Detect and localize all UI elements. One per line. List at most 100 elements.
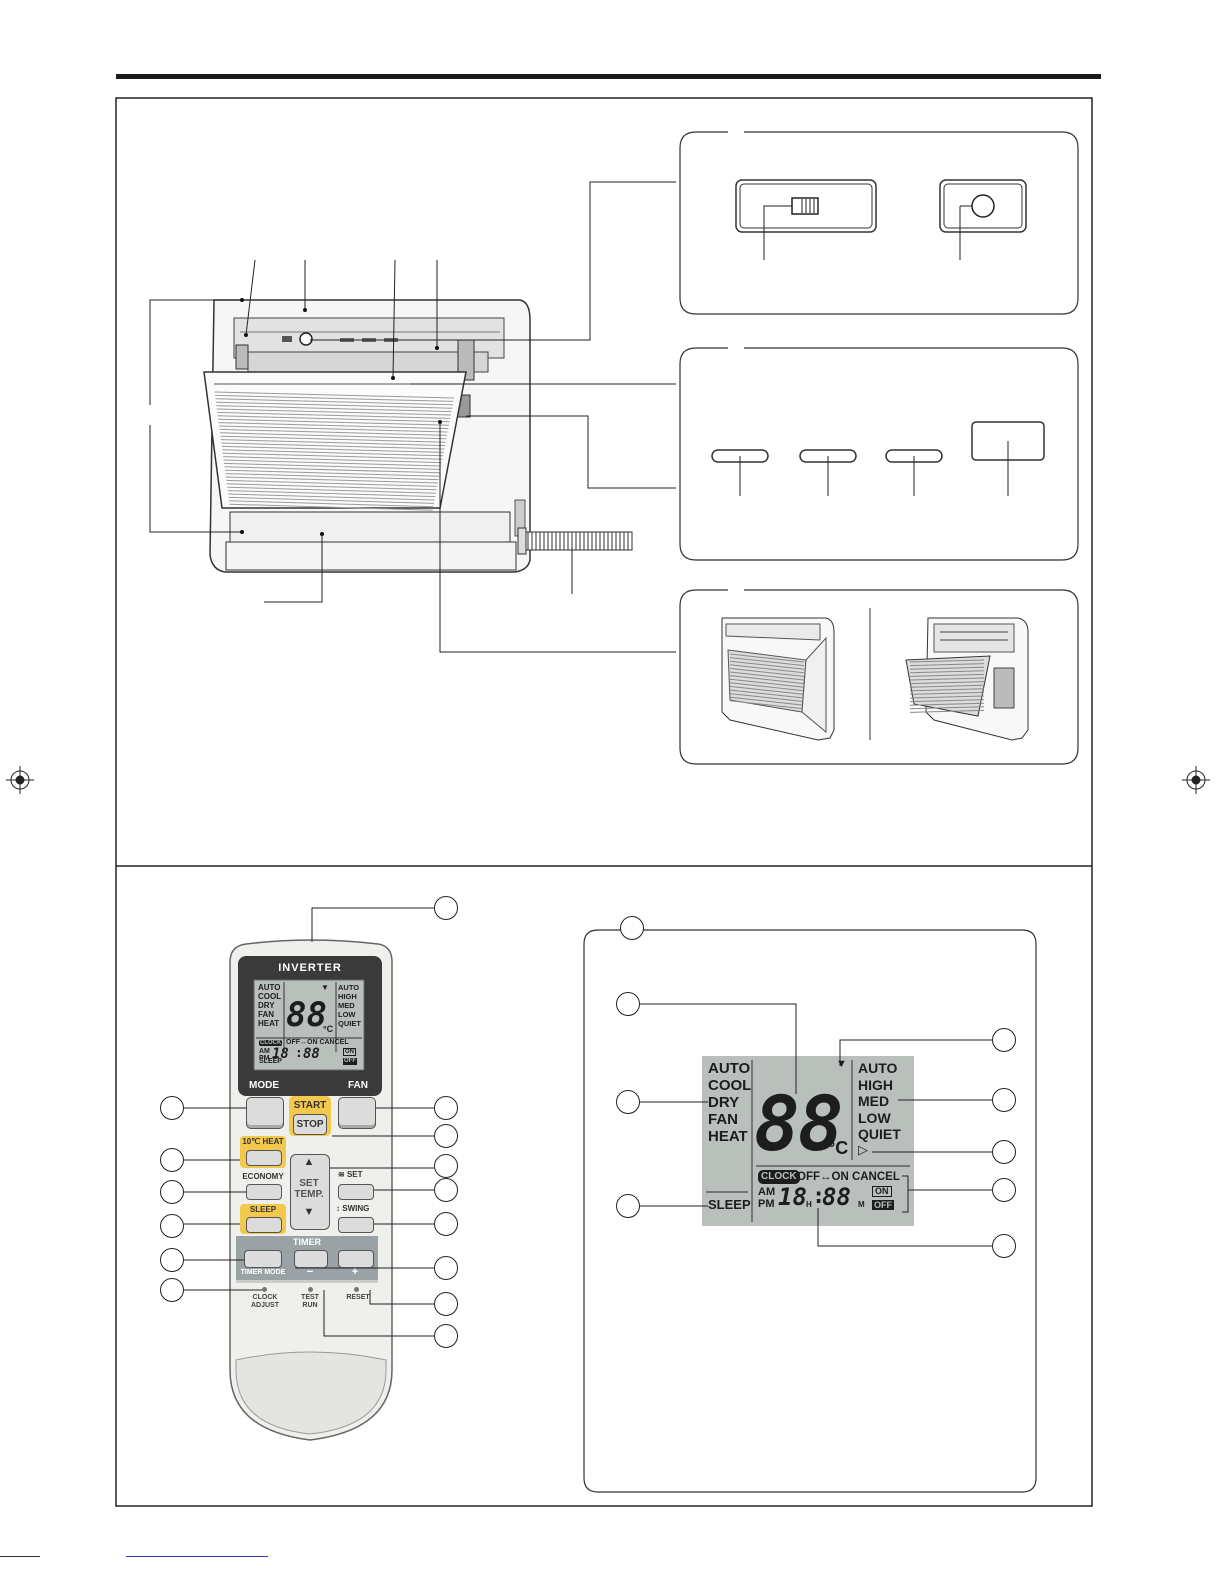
clock-adjust-button[interactable] (262, 1287, 267, 1292)
callout-marker (620, 916, 644, 940)
timer-label: TIMER (293, 1237, 321, 1247)
timer-mode-label: TIMER MODE (240, 1269, 286, 1276)
fan-button[interactable] (338, 1097, 376, 1129)
remote-lcd-sleep: SLEEP (259, 1058, 282, 1065)
display-mode-heat: HEAT (708, 1128, 748, 1145)
timer-plus-button[interactable] (338, 1250, 374, 1268)
top-rule (116, 74, 1101, 79)
callout-marker (992, 1028, 1016, 1052)
display-sleep: SLEEP (708, 1197, 751, 1212)
display-signal-icon: ▼ (836, 1058, 847, 1070)
display-mode-auto: AUTO (708, 1060, 751, 1077)
timer-mode-button[interactable] (244, 1250, 282, 1268)
remote-lcd-unit: °C (323, 1024, 334, 1034)
airflow-set-button[interactable] (338, 1184, 374, 1200)
remote-lcd-time-min: 88 (303, 1046, 320, 1062)
economy-button[interactable] (246, 1184, 282, 1200)
set-temp-label-2: TEMP. (294, 1189, 324, 1200)
remote-lcd-fan-speeds: AUTO HIGH MED LOW QUIET (338, 983, 364, 1028)
display-ampm: AM PM (758, 1186, 775, 1210)
remote-lcd-on: ON (343, 1048, 356, 1056)
mode-button[interactable] (246, 1097, 284, 1129)
display-unit: °C (828, 1138, 849, 1158)
remote-brand-label: INVERTER (278, 962, 342, 974)
test-run-label: TEST RUN (290, 1294, 330, 1310)
airflow-icon: ≋ (338, 1170, 347, 1179)
callout-marker (992, 1178, 1016, 1202)
mode-button-label: MODE (249, 1080, 279, 1091)
remote-lcd-signal-icon: ▼ (321, 983, 329, 992)
timer-minus-label: − (306, 1266, 314, 1278)
callout-marker (434, 1256, 458, 1280)
callout-marker (434, 1124, 458, 1148)
display-time-colon: : (812, 1184, 826, 1209)
display-mode-dry: DRY (708, 1094, 740, 1111)
timer-plus-label: + (351, 1266, 359, 1278)
display-detail-panel (583, 929, 1037, 1493)
detail-panel-switches (679, 130, 1079, 315)
swing-text: SWING (342, 1204, 370, 1213)
set-temp-label: SET TEMP. (290, 1178, 328, 1200)
remote-lcd-time-hour: 18 (272, 1046, 289, 1062)
test-run-label-1: TEST (301, 1294, 319, 1301)
clock-adjust-label-1: CLOCK (252, 1294, 278, 1301)
heat10-button[interactable] (246, 1150, 282, 1166)
callout-marker (434, 1292, 458, 1316)
test-run-button[interactable] (308, 1287, 313, 1292)
fan-button-label: FAN (348, 1080, 368, 1091)
swing-button[interactable] (338, 1217, 374, 1233)
display-swing-icon: ▷ (858, 1142, 868, 1157)
registration-mark-right (1182, 766, 1210, 794)
callout-marker (160, 1248, 184, 1272)
sleep-label: SLEEP (249, 1205, 277, 1214)
display-temp: 88 (754, 1079, 844, 1168)
indoor-callout-dots (240, 298, 442, 536)
callout-marker (434, 896, 458, 920)
display-off: OFF (872, 1200, 894, 1210)
temp-up-icon[interactable]: ▲ (303, 1156, 315, 1168)
display-on: ON (872, 1186, 892, 1197)
timer-minus-button[interactable] (294, 1250, 328, 1268)
callout-marker (992, 1234, 1016, 1258)
remote-lcd-timer-text: OFF↔ON CANCEL (286, 1039, 349, 1046)
start-stop-button[interactable]: STOP (293, 1114, 327, 1135)
clock-adjust-label-2: ADJUST (250, 1302, 279, 1309)
remote-lcd-off: OFF (343, 1058, 357, 1065)
display-fan-quiet: QUIET (858, 1126, 901, 1142)
callout-marker (616, 992, 640, 1016)
remote-lcd-pm: PM (259, 1055, 270, 1062)
callout-marker (434, 1096, 458, 1120)
swing-label: ↕ SWING (336, 1204, 380, 1213)
airflow-set-label: ≋ SET (338, 1170, 378, 1179)
heat10-label: 10℃ HEAT (242, 1137, 284, 1146)
remote-lcd-fan-med: MED (338, 1001, 355, 1010)
callout-marker (434, 1324, 458, 1348)
detail-panel-unit-views (679, 588, 1079, 765)
remote-lcd-fan-low: LOW (338, 1010, 356, 1019)
display-time-m: M (858, 1200, 865, 1209)
sleep-button[interactable] (246, 1217, 282, 1233)
indoor-callout-leaders (149, 181, 676, 653)
set-temp-label-1: SET (299, 1178, 319, 1189)
outer-frame (115, 97, 1093, 1507)
callout-marker (160, 1214, 184, 1238)
airflow-set-text: SET (346, 1170, 363, 1179)
remote-lcd-mode-heat: HEAT (258, 1019, 280, 1028)
temp-down-icon[interactable]: ▼ (303, 1206, 315, 1218)
display-time-hour: 18 (778, 1183, 807, 1211)
display-fan-speeds: AUTO HIGH MED LOW QUIET (858, 1060, 901, 1143)
set-temp-rocker[interactable] (290, 1154, 330, 1230)
registration-mark-left (6, 766, 34, 794)
remote-lcd-mode-dry: DRY (258, 1001, 275, 1010)
display-modes: AUTO COOL DRY FAN HEAT (708, 1060, 751, 1145)
callout-marker (160, 1096, 184, 1120)
large-lcd (702, 1056, 914, 1226)
callout-marker (616, 1194, 640, 1218)
display-fan-low: LOW (858, 1109, 891, 1126)
display-am: AM (758, 1186, 776, 1198)
remote-lcd-mode-fan: FAN (258, 1010, 274, 1019)
reset-button[interactable] (354, 1287, 359, 1292)
callout-marker (616, 1090, 640, 1114)
display-mode-fan: FAN (708, 1111, 738, 1128)
